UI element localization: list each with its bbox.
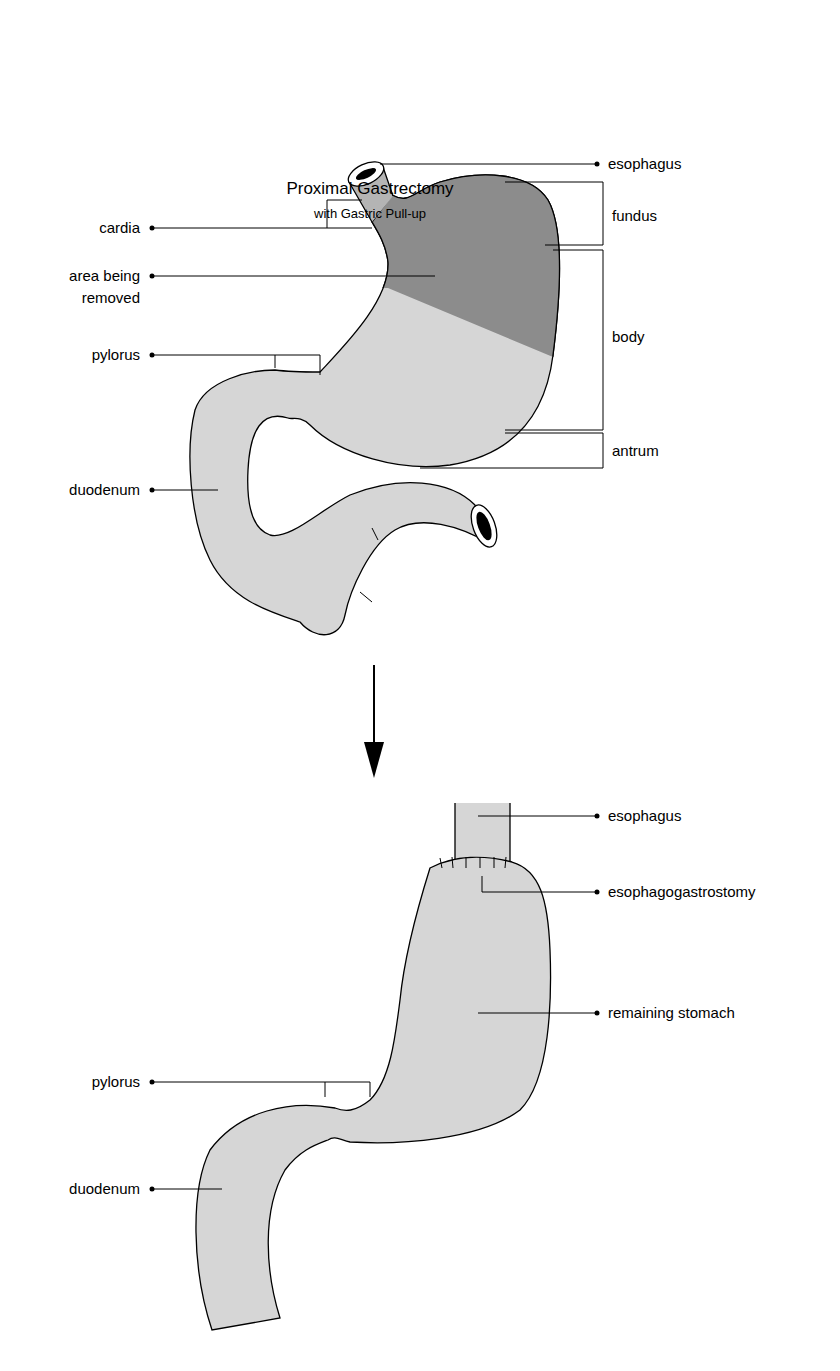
part-label: cardia xyxy=(10,219,140,237)
part-label: esophagogastrostomy xyxy=(608,883,828,901)
suture-line xyxy=(440,857,506,868)
process-arrow xyxy=(373,665,375,744)
stomach-outline xyxy=(190,175,560,635)
leader-line xyxy=(152,1189,222,1190)
leader-dot xyxy=(595,162,600,167)
leader-line xyxy=(380,164,597,165)
bracket xyxy=(370,1082,371,1097)
part-label: esophagus xyxy=(608,155,808,173)
stomach-outline xyxy=(196,857,551,1330)
leader-line xyxy=(152,276,435,277)
leader-line xyxy=(482,876,597,892)
diagram-subtitle: with Gastric Pull-up xyxy=(220,205,520,223)
leader-line xyxy=(152,1082,370,1083)
part-label: body xyxy=(612,328,812,346)
bracket xyxy=(505,182,603,245)
leader-line xyxy=(478,1013,597,1014)
diagram-title: Proximal Gastrectomy xyxy=(170,179,570,199)
part-label: fundus xyxy=(612,207,812,225)
leader-line xyxy=(152,355,320,356)
leader-dot xyxy=(150,488,155,493)
bracket xyxy=(275,355,276,368)
part-label: remaining stomach xyxy=(608,1004,828,1022)
leader-lines xyxy=(152,816,597,1189)
leader-line xyxy=(478,816,597,817)
leader-line xyxy=(152,228,372,229)
leader-dot xyxy=(150,274,155,279)
part-label: pylorus xyxy=(10,346,140,364)
part-label: duodenum xyxy=(10,1180,140,1198)
leader-dot xyxy=(150,226,155,231)
esophagus-wall xyxy=(455,803,510,862)
bracket xyxy=(420,433,603,468)
jejunum-fold xyxy=(360,528,378,602)
leader-dot xyxy=(150,353,155,358)
bracket xyxy=(505,250,603,430)
bracket xyxy=(320,355,321,375)
removed-area xyxy=(190,175,560,635)
jejunum-opening xyxy=(466,502,502,551)
part-label: pylorus xyxy=(10,1073,140,1091)
leader-line xyxy=(152,490,218,491)
leader-lines xyxy=(152,164,603,490)
jejunum-lumen xyxy=(473,510,495,542)
bracket xyxy=(325,1082,326,1097)
esophagus-tube xyxy=(455,803,510,865)
part-label: duodenum xyxy=(10,481,140,499)
part-label: esophagus xyxy=(608,807,808,825)
arrow-head xyxy=(364,742,384,778)
part-label: area being removed xyxy=(56,265,140,309)
part-label: antrum xyxy=(612,442,812,460)
